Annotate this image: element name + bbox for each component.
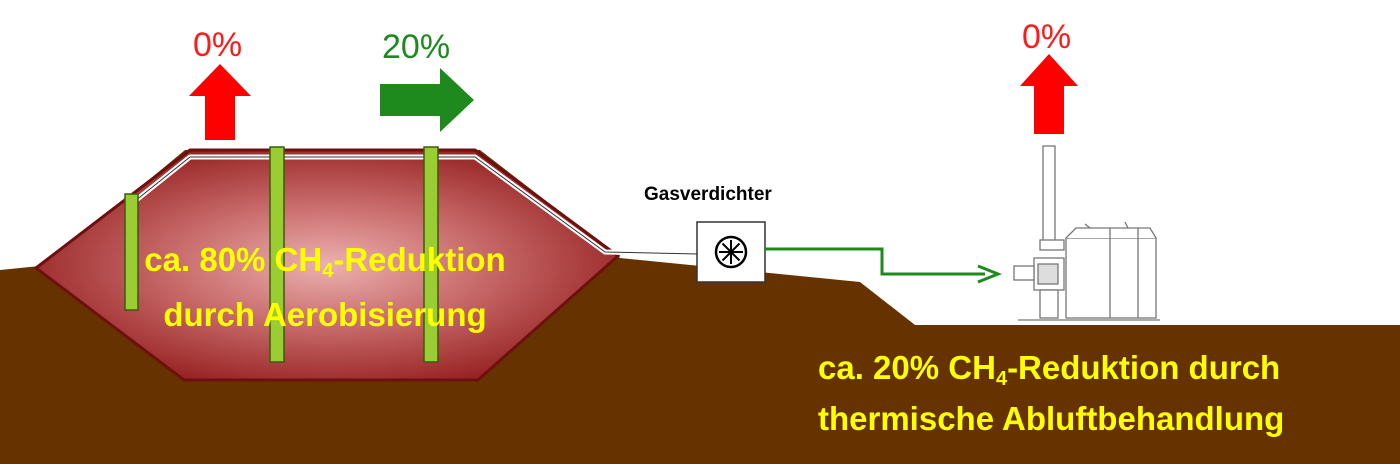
left-up-percent: 0% <box>193 26 243 64</box>
stack-up-percent: 0% <box>1022 18 1072 56</box>
landfill-caption-line2: durch Aerobisierung <box>163 296 487 333</box>
thermal-treatment-unit <box>1013 145 1160 321</box>
right-arrow-percent: 20% <box>382 28 451 66</box>
gas-well <box>269 146 285 363</box>
landfill-caption-line1: ca. 80% CH4-Reduktion <box>144 241 506 282</box>
treatment-caption: ca. 20% CH4-Reduktion durch thermische A… <box>818 348 1284 439</box>
gas-well <box>124 193 139 311</box>
landfill-body <box>33 148 621 382</box>
pipe-arrowhead <box>977 264 1003 284</box>
compressor-label: Gasverdichter <box>644 184 772 205</box>
arrow-right-green <box>380 68 474 132</box>
fan-icon <box>714 235 748 269</box>
landfill-caption: ca. 80% CH4-Reduktion durch Aerobisierun… <box>100 238 550 337</box>
arrow-up-left <box>189 64 251 140</box>
arrow-up-stack <box>1020 54 1078 134</box>
treatment-caption-line1: ca. 20% CH4-Reduktion durch <box>818 349 1281 390</box>
compressor-box[interactable] <box>696 221 766 283</box>
gas-pipe-green <box>765 247 985 276</box>
gas-well <box>423 146 439 363</box>
treatment-caption-line2: thermische Abluftbehandlung <box>818 400 1285 437</box>
